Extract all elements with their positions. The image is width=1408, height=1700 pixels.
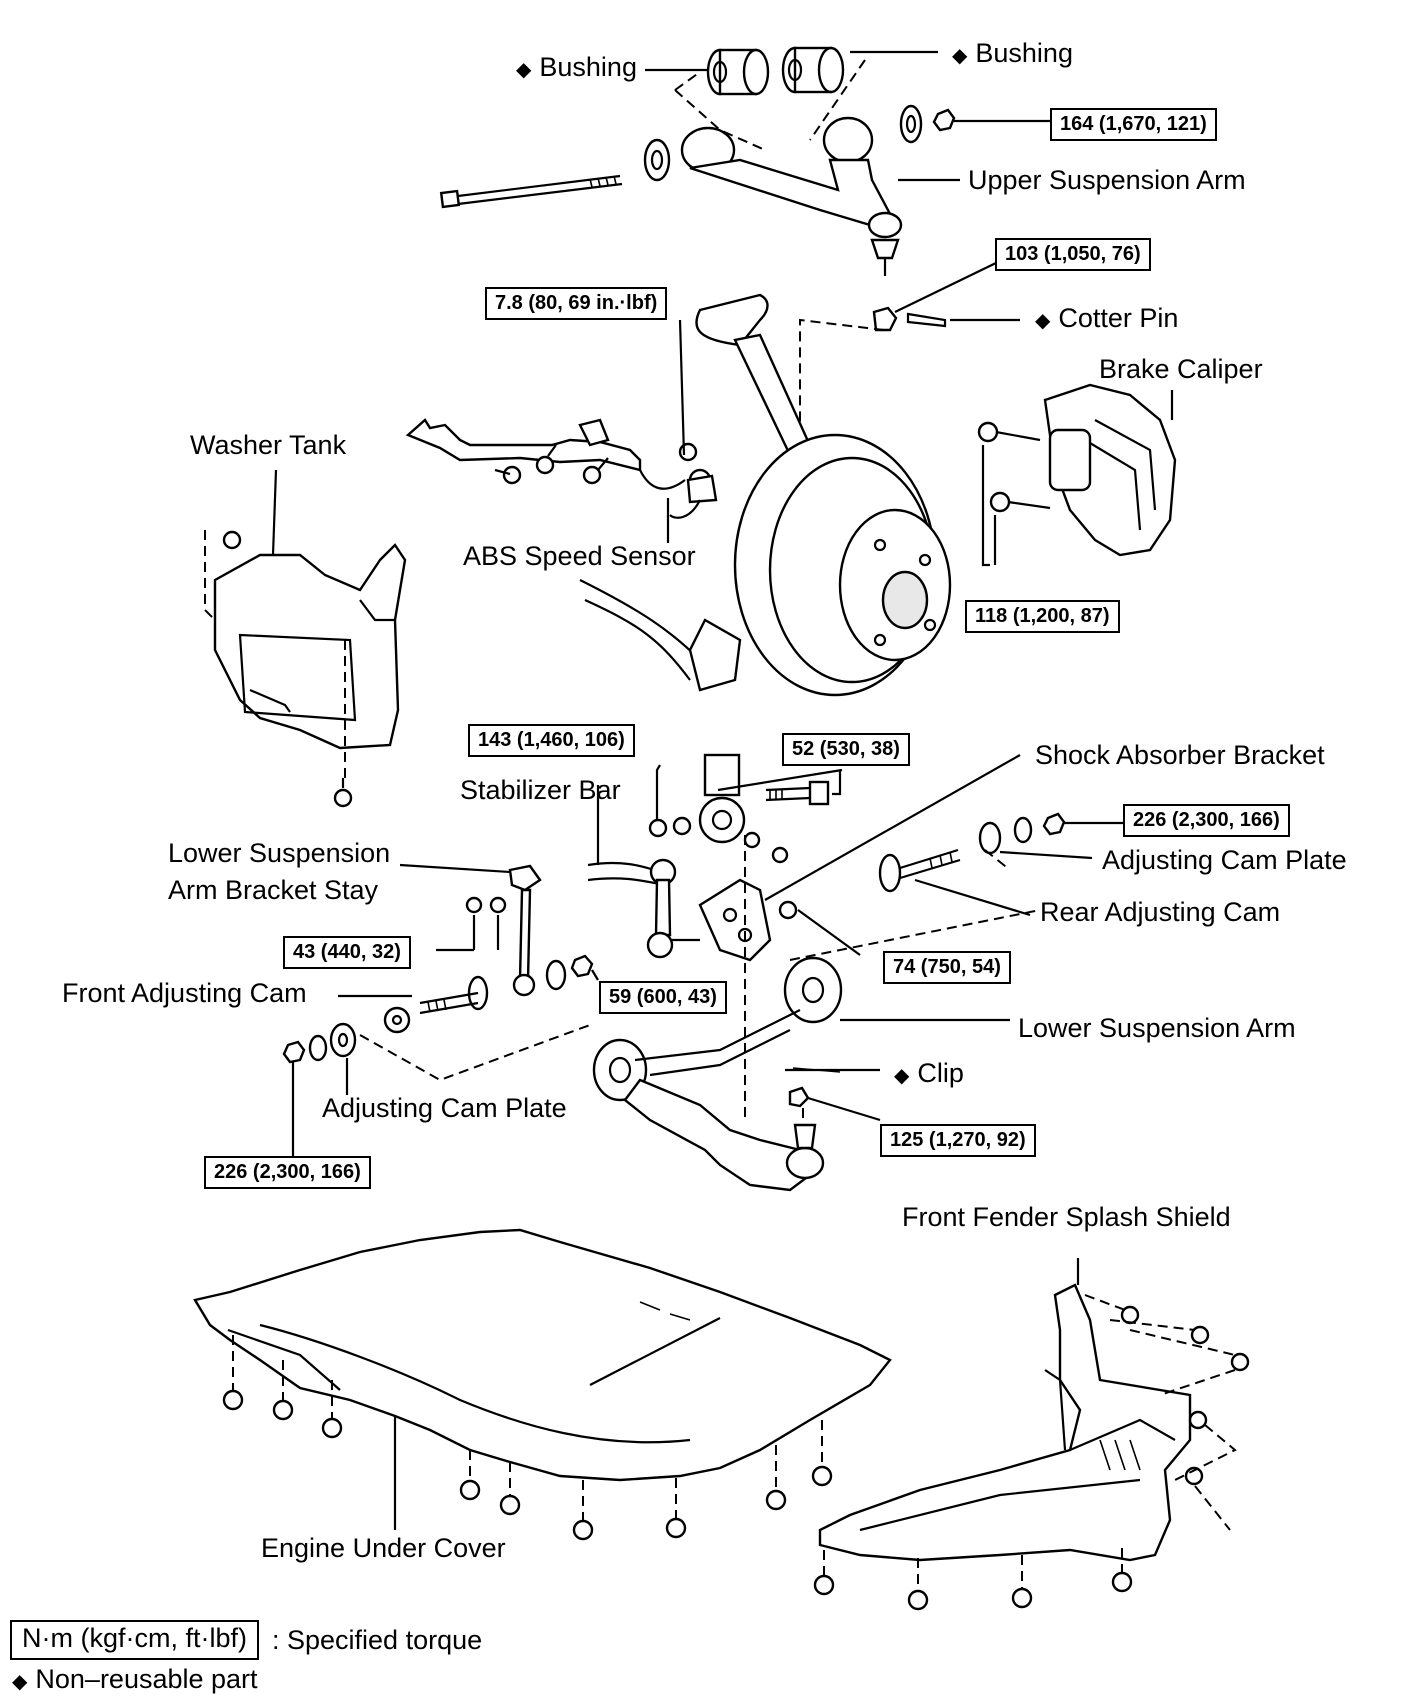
label-bushing-right: ◆Bushing	[952, 38, 1073, 68]
legend-nonreusable: ◆Non–reusable part	[12, 1664, 258, 1694]
front-fender-splash-shield	[818, 1283, 1192, 1562]
label-washer-tank: Washer Tank	[190, 430, 347, 460]
legend-torque-box: N·m (kgf·cm, ft·lbf)	[10, 1620, 259, 1660]
upper-suspension-arm	[680, 116, 903, 276]
shock-bolt	[765, 780, 830, 806]
torque-upper-arm-nut: 164 (1,670, 121)	[1050, 108, 1217, 141]
cotter-pin-shape	[906, 312, 947, 328]
castle-nut	[872, 306, 898, 332]
shock-absorber-lower	[698, 753, 746, 844]
brake-caliper	[1043, 383, 1177, 557]
stabilizer-link	[646, 858, 700, 959]
non-reusable-diamond-icon: ◆	[894, 1065, 910, 1087]
torque-shock-bolt: 52 (530, 38)	[782, 733, 910, 766]
torque-upper-ball-joint: 103 (1,050, 76)	[995, 238, 1151, 271]
abs-sensor-harness	[405, 418, 718, 519]
label-front-fender-splash-shield: Front Fender Splash Shield	[902, 1202, 1231, 1232]
torque-lower-ball-joint: 125 (1,270, 92)	[880, 1124, 1036, 1157]
label-bushing-left: ◆Bushing	[516, 52, 637, 82]
torque-bracket-stay: 43 (440, 32)	[283, 936, 411, 969]
non-reusable-diamond-icon: ◆	[952, 45, 968, 67]
front-adjusting-cam	[383, 975, 489, 1034]
shock-absorber-bracket	[698, 878, 772, 962]
brake-rotor	[733, 433, 952, 697]
torque-caliper-bolts: 118 (1,200, 87)	[965, 600, 1120, 633]
label-shock-absorber-bracket: Shock Absorber Bracket	[1035, 740, 1325, 770]
label-stabilizer-bar: Stabilizer Bar	[460, 775, 621, 805]
torque-stabilizer-nut: 143 (1,460, 106)	[468, 724, 635, 757]
non-reusable-diamond-icon: ◆	[12, 1671, 28, 1693]
label-cotter-pin: ◆Cotter Pin	[1035, 303, 1179, 333]
label-lower-suspension-arm: Lower Suspension Arm	[1018, 1013, 1296, 1043]
torque-stabilizer-link: 59 (600, 43)	[599, 981, 727, 1014]
torque-shock-bracket: 74 (750, 54)	[883, 951, 1011, 984]
front-cam-nut-group	[282, 1022, 357, 1064]
engine-under-cover	[193, 1228, 892, 1482]
lower-suspension-arm	[592, 956, 843, 1192]
bushing-left	[706, 48, 770, 96]
lower-arm-bracket-stay	[508, 864, 542, 997]
legend-torque-text: : Specified torque	[272, 1625, 483, 1655]
non-reusable-diamond-icon: ◆	[516, 59, 532, 81]
label-front-adjusting-cam: Front Adjusting Cam	[62, 978, 307, 1008]
non-reusable-diamond-icon: ◆	[1035, 310, 1051, 332]
steering-knuckle-strut	[695, 293, 814, 457]
caliper-bolts	[977, 421, 1051, 513]
under-cover-bolts	[222, 1335, 833, 1541]
label-engine-under-cover: Engine Under Cover	[261, 1533, 506, 1563]
upper-arm-bolt	[439, 174, 623, 209]
label-brake-caliper: Brake Caliper	[1099, 354, 1263, 384]
label-upper-suspension-arm: Upper Suspension Arm	[968, 165, 1246, 195]
torque-rear-cam-nut: 226 (2,300, 166)	[1123, 804, 1290, 837]
label-lower-arm-bracket-stay-line1: Lower Suspension	[168, 838, 391, 868]
label-rear-adjusting-cam: Rear Adjusting Cam	[1040, 897, 1281, 927]
rear-adjusting-cam	[878, 848, 961, 893]
splash-shield-bolts	[813, 1294, 1250, 1611]
washer-tank	[213, 543, 407, 750]
label-clip: ◆Clip	[894, 1058, 964, 1088]
torque-abs-sensor-bolt: 7.8 (80, 69 in.·lbf)	[485, 287, 668, 320]
label-adjusting-cam-plate-right: Adjusting Cam Plate	[1102, 845, 1347, 875]
label-abs-speed-sensor: ABS Speed Sensor	[463, 541, 696, 571]
label-adjusting-cam-plate-left: Adjusting Cam Plate	[322, 1093, 567, 1123]
torque-front-cam-nut: 226 (2,300, 166)	[204, 1156, 371, 1189]
bushing-right	[781, 46, 845, 94]
label-lower-arm-bracket-stay-line2: Arm Bracket Stay	[168, 875, 379, 905]
upper-arm-nut	[932, 108, 1050, 132]
